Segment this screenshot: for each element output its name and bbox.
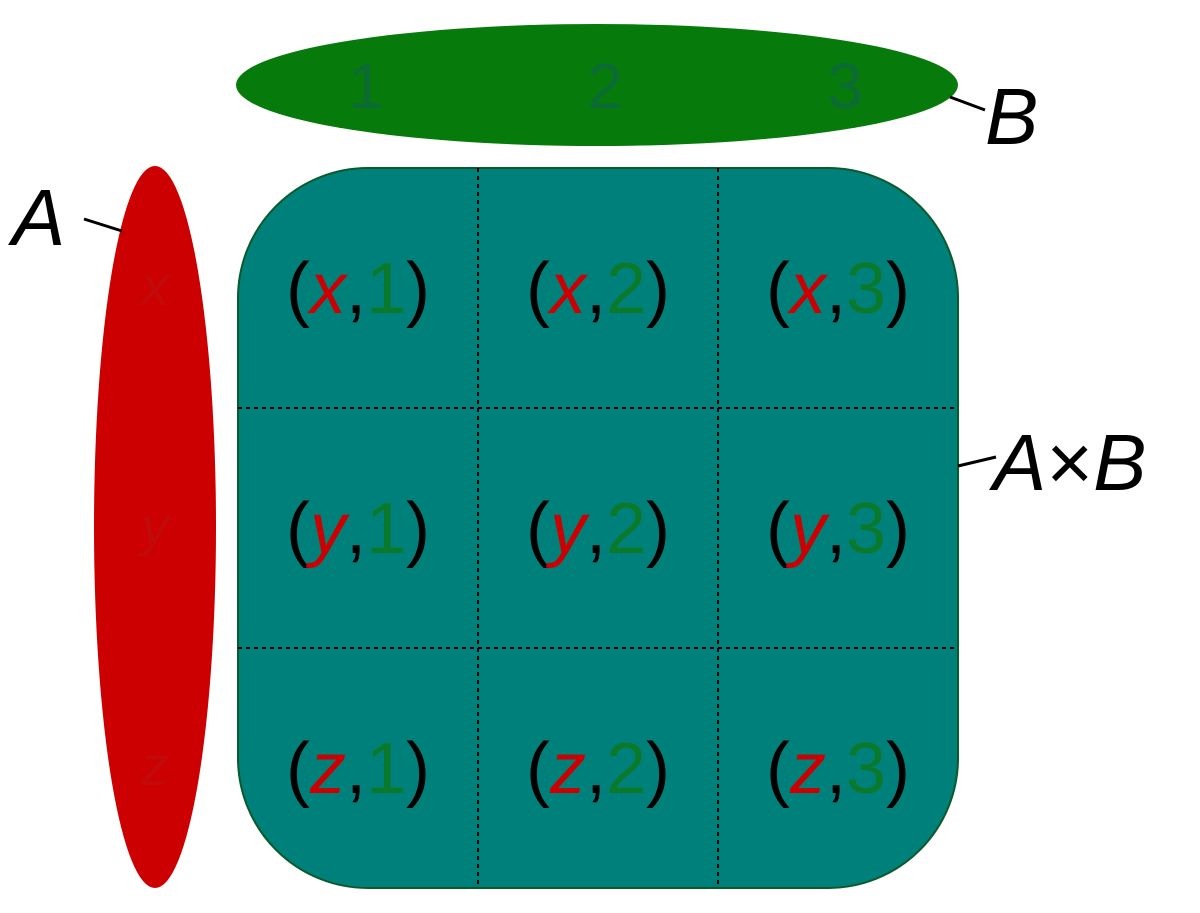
pair-open-paren: ( (286, 729, 310, 809)
product-cells: (x,1)(x,2)(x,3)(y,1)(y,2)(y,3)(z,1)(z,2)… (286, 249, 910, 809)
pair-open-paren: ( (286, 489, 310, 569)
pair-open-paren: ( (766, 489, 790, 569)
pair-comma: , (826, 489, 846, 569)
set-a-elements: x y z (137, 254, 172, 797)
pair-comma: , (346, 729, 366, 809)
pair-element-a: x (787, 249, 829, 329)
product-cell-pair: (y,2) (526, 489, 670, 569)
pair-open-paren: ( (766, 729, 790, 809)
pair-element-a: y (305, 489, 350, 569)
pair-element-b: 2 (606, 729, 646, 809)
pair-element-a: y (785, 489, 830, 569)
pair-element-a: x (307, 249, 349, 329)
pair-comma: , (586, 729, 606, 809)
product-cell-pair: (z,3) (766, 729, 910, 809)
product-region (237, 167, 959, 889)
product-cell-pair: (y,1) (286, 489, 430, 569)
product-cell-pair: (x,3) (766, 249, 910, 329)
pair-element-b: 1 (366, 729, 406, 809)
pair-element-b: 2 (606, 489, 646, 569)
pair-element-a: z (549, 729, 586, 809)
pair-comma: , (346, 489, 366, 569)
set-a-element: z (140, 734, 169, 797)
pair-close-paren: ) (406, 729, 430, 809)
pair-close-paren: ) (646, 489, 670, 569)
pair-element-a: z (789, 729, 826, 809)
set-a-element: x (138, 254, 171, 317)
pair-comma: , (586, 489, 606, 569)
pair-open-paren: ( (286, 249, 310, 329)
pair-open-paren: ( (526, 249, 550, 329)
pair-close-paren: ) (886, 249, 910, 329)
pair-element-a: x (547, 249, 589, 329)
pair-element-b: 3 (846, 249, 886, 329)
product-cell-pair: (x,1) (286, 249, 430, 329)
product-grid (238, 168, 958, 888)
set-a-leader-line (83, 217, 123, 233)
pair-comma: , (346, 249, 366, 329)
set-a-element: y (137, 494, 172, 557)
set-a-ellipse (94, 166, 216, 888)
product-label: A×B (989, 418, 1146, 507)
pair-element-b: 1 (366, 489, 406, 569)
pair-comma: , (826, 729, 846, 809)
product-leader-line (957, 455, 997, 468)
pair-comma: , (826, 249, 846, 329)
pair-element-b: 3 (846, 729, 886, 809)
set-b-label: B (985, 72, 1038, 161)
pair-element-b: 1 (366, 249, 406, 329)
set-b-leader-line (949, 95, 986, 112)
product-cell-pair: (x,2) (526, 249, 670, 329)
set-b-ellipse (236, 24, 958, 146)
pair-element-b: 2 (606, 249, 646, 329)
product-cell-pair: (z,1) (286, 729, 430, 809)
pair-close-paren: ) (646, 249, 670, 329)
set-b-element: 1 (348, 50, 384, 122)
product-label-times: × (1046, 418, 1093, 507)
pair-element-a: y (545, 489, 590, 569)
pair-element-a: z (309, 729, 346, 809)
pair-close-paren: ) (406, 489, 430, 569)
pair-comma: , (586, 249, 606, 329)
pair-close-paren: ) (646, 729, 670, 809)
pair-close-paren: ) (406, 249, 430, 329)
product-label-a: A (989, 418, 1046, 507)
pair-open-paren: ( (526, 729, 550, 809)
pair-open-paren: ( (526, 489, 550, 569)
set-b-element: 3 (827, 50, 863, 122)
pair-open-paren: ( (766, 249, 790, 329)
product-label-b: B (1093, 418, 1146, 507)
product-cell-pair: (z,2) (526, 729, 670, 809)
set-a-label: A (8, 173, 65, 262)
product-cell-pair: (y,3) (766, 489, 910, 569)
pair-element-b: 3 (846, 489, 886, 569)
pair-close-paren: ) (886, 489, 910, 569)
set-b-element: 2 (587, 50, 623, 122)
set-b-elements: 1 2 3 (348, 50, 863, 122)
pair-close-paren: ) (886, 729, 910, 809)
